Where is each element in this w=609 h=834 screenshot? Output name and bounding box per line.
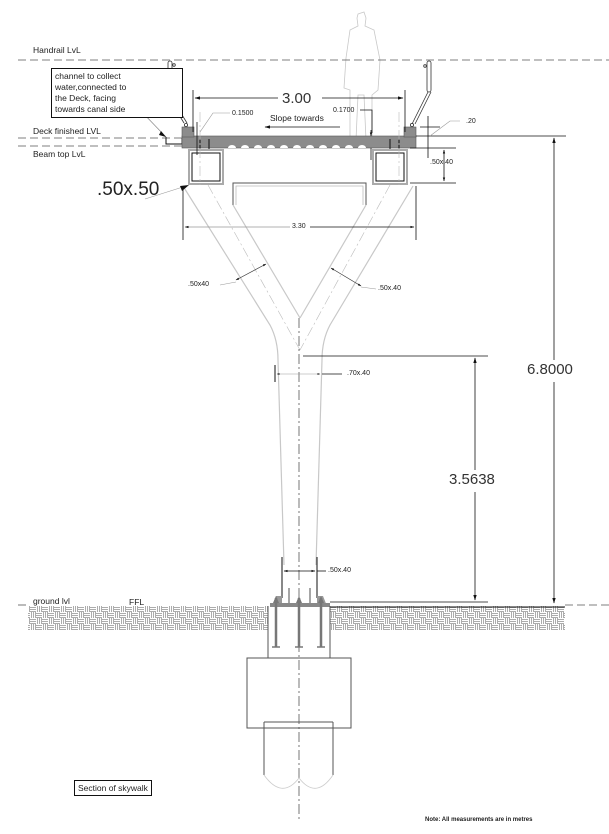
curb-height-value: .20	[466, 118, 476, 125]
y-column	[182, 185, 414, 566]
drawing-title: Section of skywalk	[74, 780, 152, 796]
callout-line: water,connected to	[55, 82, 127, 92]
column-height-value: 3.5638	[449, 471, 495, 488]
dim-height-column	[303, 355, 488, 603]
beam-right-size: .50x.40	[430, 159, 453, 166]
drain-channel-callout: channel to collect water,connected to th…	[51, 68, 183, 118]
deck-slab	[181, 126, 417, 150]
slope-right-value: 0.1700	[333, 107, 355, 114]
dim-base-width	[182, 186, 417, 240]
ffl-label: FFL	[129, 597, 145, 607]
slope-left-value: 0.1500	[232, 110, 254, 117]
measurement-note: Note: All measurements are in metres	[425, 817, 533, 823]
callout-line: the Deck, facing	[55, 93, 116, 103]
total-height-value: 6.8000	[527, 361, 573, 378]
dim-deck-width	[192, 90, 406, 132]
branch-right-size: .50x.40	[378, 285, 401, 292]
ground-level-label: ground lvl	[33, 596, 70, 606]
ground-hatch-left	[28, 606, 268, 630]
pile-cap	[246, 657, 352, 729]
foundation	[246, 606, 352, 775]
callout-line: towards canal side	[55, 104, 126, 114]
base-plate-anchors	[270, 588, 330, 648]
deck-width-value: 3.00	[282, 90, 312, 107]
beam-right	[372, 149, 408, 185]
branch-left-size: .50x40	[188, 281, 210, 288]
beam-left-size: .50x.50	[97, 179, 160, 200]
base-width-value: 3.30	[292, 223, 306, 230]
beam-top-level-label: Beam top LvL	[33, 149, 86, 159]
beam-left	[188, 149, 224, 185]
human-figure	[343, 11, 381, 141]
column-bottom-size: .50x.40	[328, 567, 351, 574]
deck-finished-level-label: Deck finished LVL	[33, 126, 101, 136]
ground-hatch-right	[330, 606, 565, 630]
handrail-level-label: Handrail LvL	[33, 45, 81, 55]
slope-text: Slope towards	[270, 113, 324, 123]
column-top-size: .70x.40	[347, 370, 370, 377]
callout-line: channel to collect	[55, 71, 121, 81]
handrail-right	[409, 60, 432, 128]
